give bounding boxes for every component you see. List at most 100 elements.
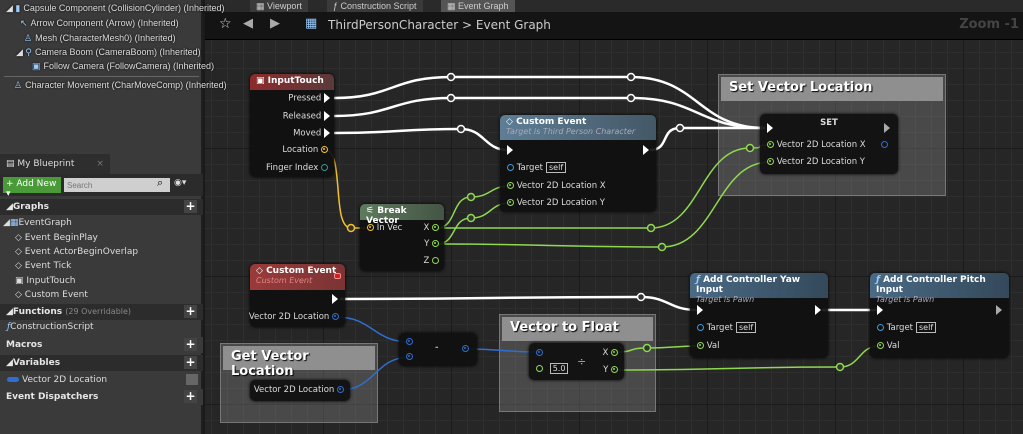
component-capsule[interactable]: ◢ ▮Capsule Component (CollisionCylinder)… <box>6 3 225 13</box>
pin-vector-y[interactable]: Vector 2D Location Y <box>767 157 865 167</box>
graph-item-tick[interactable]: ◇ Event Tick <box>15 261 72 271</box>
exec-out-pin[interactable] <box>884 123 890 134</box>
exec-pin-icon <box>507 145 513 155</box>
pin-z[interactable]: Z <box>423 256 439 266</box>
pin-released[interactable]: Released <box>283 111 330 122</box>
pin-moved[interactable]: Moved <box>293 128 330 139</box>
pin-vector-y[interactable]: Vector 2D Location Y <box>507 198 605 208</box>
pin-pressed[interactable]: Pressed <box>288 93 330 104</box>
search-icon[interactable]: ⌕ <box>157 176 164 189</box>
vector2d-pin-icon <box>337 386 344 393</box>
pin-x[interactable]: X <box>423 223 439 233</box>
pin-b[interactable]: 5.0 <box>536 363 569 374</box>
exec-in-pin[interactable] <box>877 305 883 316</box>
breadcrumb-graph: Event Graph <box>475 18 551 32</box>
pin-b[interactable] <box>406 352 413 362</box>
add-macro-button[interactable]: + <box>184 337 197 351</box>
component-camera-boom[interactable]: ◢ ⚲Camera Boom (CameraBoom) (Inherited) <box>16 47 201 57</box>
pin-vector-2d-location[interactable]: Vector 2D Location <box>254 385 344 395</box>
pin-y[interactable]: Y <box>603 365 618 375</box>
node-subtract[interactable]: - <box>399 333 477 366</box>
exec-out-pin[interactable] <box>332 294 338 305</box>
favorite-star-icon[interactable]: ☆ <box>219 16 232 32</box>
pin-val[interactable]: Val <box>697 341 719 351</box>
pin-result[interactable] <box>462 344 469 354</box>
pin-a[interactable] <box>536 348 543 358</box>
component-mesh[interactable]: ♙Mesh (CharacterMesh0) (Inherited) <box>24 33 176 43</box>
component-arrow[interactable]: ↖Arrow Component (Arrow) (Inherited) <box>20 18 179 28</box>
breadcrumb-blueprint[interactable]: ThirdPersonCharacter <box>328 18 459 32</box>
add-variable-button[interactable]: + <box>184 355 197 369</box>
component-follow-camera[interactable]: ▣Follow Camera (FollowCamera) (Inherited… <box>32 61 215 71</box>
component-character-movement[interactable]: ♙Character Movement (CharMoveComp) (Inhe… <box>14 80 227 90</box>
camera-boom-icon: ⚲ <box>25 47 33 57</box>
node-break-vector[interactable]: ⚟ Break Vector In Vec X Y Z <box>360 204 444 271</box>
function-icon: ƒ <box>7 322 11 332</box>
add-function-button[interactable]: + <box>184 304 197 318</box>
exec-pin-icon <box>815 305 821 315</box>
pin-finger-index[interactable]: Finger Index <box>266 163 328 173</box>
int-pin-icon <box>321 164 328 171</box>
add-graph-button[interactable]: + <box>184 199 197 213</box>
variables-section[interactable]: ◢Variables+ <box>0 355 203 371</box>
functions-section[interactable]: ◢Functions (29 Overridable)+ <box>0 304 203 320</box>
variable-visibility-icon[interactable] <box>186 374 198 385</box>
variable-vector-2d-location[interactable]: Vector 2D Location <box>7 375 107 385</box>
close-tab-icon[interactable]: × <box>96 159 104 169</box>
pin-vector-x[interactable]: Vector 2D Location X <box>507 181 606 191</box>
back-arrow-icon[interactable]: ◀ <box>243 16 253 31</box>
pin-x[interactable]: X <box>602 348 618 358</box>
pin-val[interactable]: Val <box>877 341 899 351</box>
search-input[interactable] <box>64 178 170 192</box>
exec-in-pin[interactable] <box>767 123 773 134</box>
forward-arrow-icon[interactable]: ▶ <box>270 16 280 31</box>
graph-item-input-touch[interactable]: ▣ InputTouch <box>15 276 76 286</box>
exec-in-pin[interactable] <box>697 305 703 316</box>
pin-in-vec[interactable]: In Vec <box>367 223 402 233</box>
delegate-pin-icon[interactable] <box>334 273 341 279</box>
exec-out-pin[interactable] <box>815 305 821 316</box>
tab-viewport[interactable]: ▦ Viewport <box>250 0 308 12</box>
pin-vector-2d-location[interactable]: Vector 2D Location <box>249 312 339 322</box>
node-get-vector-2d-location[interactable]: Vector 2D Location <box>250 380 350 401</box>
vector-pin-icon <box>321 146 328 153</box>
node-divide[interactable]: 5.0 ÷ X Y <box>529 343 624 380</box>
pin-a[interactable] <box>406 337 413 347</box>
pin-output[interactable] <box>881 140 888 150</box>
function-construction-script[interactable]: ƒConstructionScript <box>7 322 94 332</box>
graph-item-actor-begin-overlap[interactable]: ◇ Event ActorBeginOverlap <box>15 247 139 257</box>
graph-item-custom-event[interactable]: ◇ Custom Event <box>15 290 88 300</box>
tab-event-graph[interactable]: ▦ Event Graph <box>441 0 515 12</box>
graph-item-begin-play[interactable]: ◇ Event BeginPlay <box>15 233 98 243</box>
node-input-touch[interactable]: ▣ InputTouch Pressed Released Moved Loca… <box>250 74 334 177</box>
divisor-input[interactable]: 5.0 <box>549 363 569 374</box>
event-dispatchers-section[interactable]: Event Dispatchers+ <box>0 389 203 405</box>
float-pin-icon <box>767 141 774 148</box>
exec-out-pin[interactable] <box>996 305 1002 316</box>
pin-location[interactable]: Location <box>282 145 328 155</box>
vector2d-pin-icon <box>536 349 543 356</box>
macros-section[interactable]: Macros+ <box>0 337 203 353</box>
event-diamond-icon: ◇ <box>15 261 25 271</box>
add-dispatcher-button[interactable]: + <box>184 389 197 403</box>
graphs-section[interactable]: ◢Graphs+ <box>0 199 203 215</box>
node-set[interactable]: SET Vector 2D Location X Vector 2D Locat… <box>760 114 898 174</box>
tab-construction-script[interactable]: ƒ Construction Script <box>327 0 423 12</box>
pin-vector-x[interactable]: Vector 2D Location X <box>767 140 866 150</box>
arrow-icon: ↖ <box>20 18 28 28</box>
event-graph-item[interactable]: ◢▦EventGraph <box>3 218 72 228</box>
add-new-button[interactable]: + Add New ▾ <box>3 177 61 199</box>
pin-y[interactable]: Y <box>424 239 439 249</box>
tab-my-blueprint[interactable]: ▤ My Blueprint× <box>0 154 110 174</box>
exec-out-pin[interactable] <box>643 145 649 156</box>
function-icon: ƒ <box>696 275 704 285</box>
visibility-eye-icon[interactable]: ◉▾ <box>174 178 187 188</box>
exec-in-pin[interactable] <box>507 145 513 156</box>
